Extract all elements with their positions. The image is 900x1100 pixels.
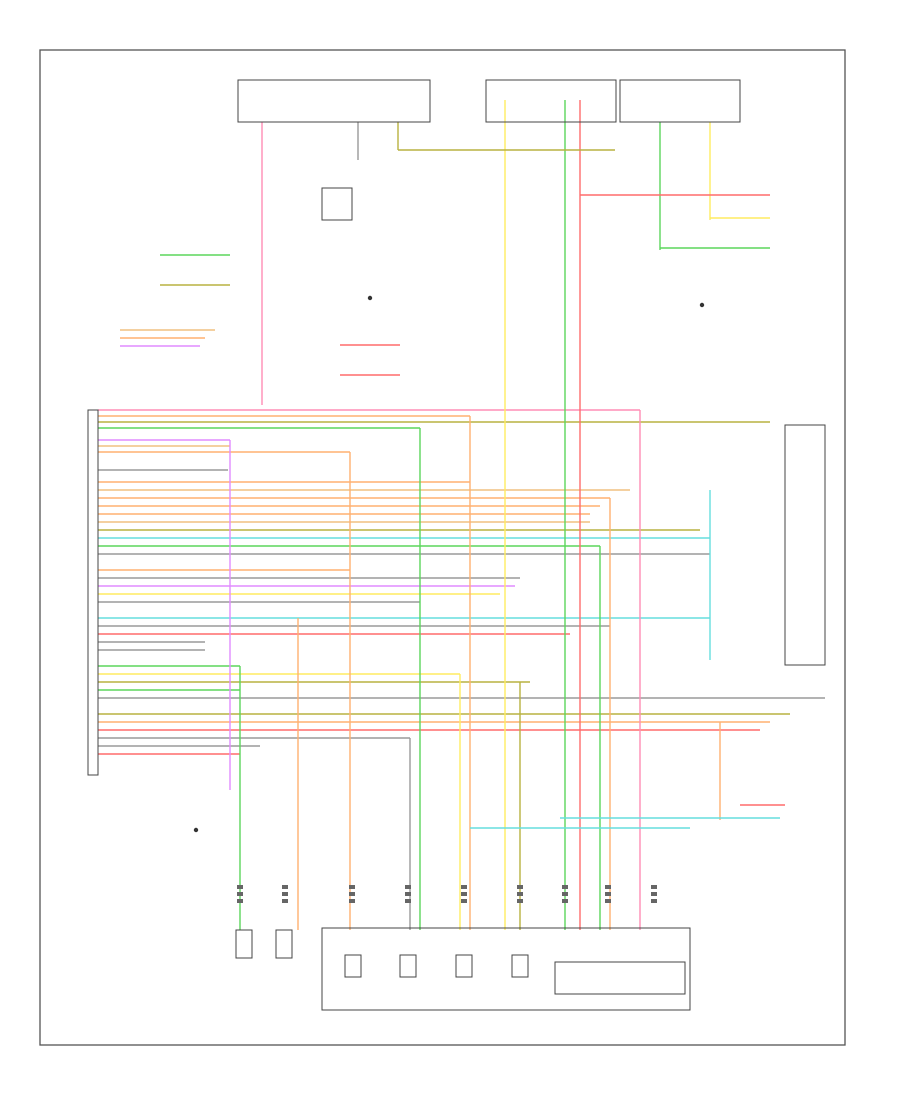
pcm-connector-box — [87, 409, 99, 776]
connector-pin-0-2 — [237, 899, 243, 903]
connector-pin-7-0 — [605, 885, 611, 889]
connector-pin-8-0 — [651, 885, 657, 889]
ground-point-1 — [699, 302, 705, 308]
fuse-box-right — [485, 79, 617, 123]
sensor-5-box — [455, 954, 473, 978]
connector-pin-0-1 — [237, 892, 243, 896]
sensor-4-box — [399, 954, 417, 978]
connector-pin-2-2 — [349, 899, 355, 903]
sensor-3-box — [344, 954, 362, 978]
fuse-box-far-right — [619, 79, 741, 123]
pins-layer — [193, 295, 705, 903]
connector-pin-5-0 — [517, 885, 523, 889]
components-layer — [87, 79, 826, 1011]
connector-pin-0-0 — [237, 885, 243, 889]
wires-layer — [98, 100, 825, 930]
transmission-box — [321, 927, 691, 1011]
connector-pin-1-2 — [282, 899, 288, 903]
sensor-1-box — [235, 929, 253, 959]
connector-pin-6-1 — [562, 892, 568, 896]
connector-pin-2-0 — [349, 885, 355, 889]
connector-pin-2-1 — [349, 892, 355, 896]
connector-pin-4-2 — [461, 899, 467, 903]
connector-pin-4-0 — [461, 885, 467, 889]
diagram-frame — [39, 49, 846, 1046]
connector-pin-5-2 — [517, 899, 523, 903]
sensor-2-box — [275, 929, 293, 959]
connector-pin-8-2 — [651, 899, 657, 903]
relay-box — [321, 187, 353, 221]
connector-pin-3-2 — [405, 899, 411, 903]
connector-pin-1-1 — [282, 892, 288, 896]
ground-point-0 — [193, 827, 199, 833]
connector-pin-7-2 — [605, 899, 611, 903]
connector-pin-3-1 — [405, 892, 411, 896]
connector-pin-4-1 — [461, 892, 467, 896]
connector-pin-3-0 — [405, 885, 411, 889]
ground-point-2 — [367, 295, 373, 301]
connector-pin-8-1 — [651, 892, 657, 896]
connector-pin-5-1 — [517, 892, 523, 896]
fuse-panel-box — [237, 79, 431, 123]
connector-pin-6-0 — [562, 885, 568, 889]
sensor-6-box — [511, 954, 529, 978]
connector-pin-1-0 — [282, 885, 288, 889]
solenoid-box — [554, 961, 686, 995]
connector-pin-6-2 — [562, 899, 568, 903]
connector-pin-7-1 — [605, 892, 611, 896]
switch-box-right — [784, 424, 826, 666]
